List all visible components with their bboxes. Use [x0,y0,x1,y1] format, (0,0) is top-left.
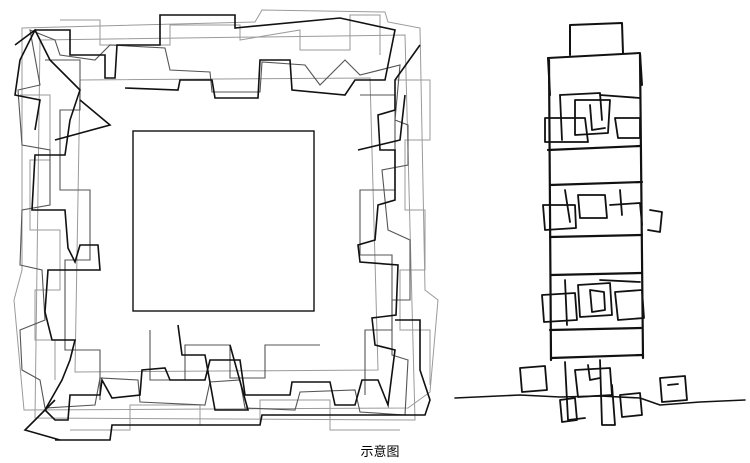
dark-plan-outlines [14,14,431,441]
projecting-boxes-lower [541,279,645,326]
ground-line [454,394,746,406]
tower-base [519,359,688,426]
projecting-boxes-upper [544,92,641,143]
figure-caption: 示意图 [0,441,750,460]
caption-text: 示意图 [360,445,400,460]
light-plan-outlines [13,9,439,431]
roof-block [547,22,643,96]
overlapping-floor-plans-diagram [13,9,439,441]
projecting-boxes-middle [542,189,663,233]
central-courtyard-square [132,130,315,312]
tower-elevation-sketch [454,22,746,426]
